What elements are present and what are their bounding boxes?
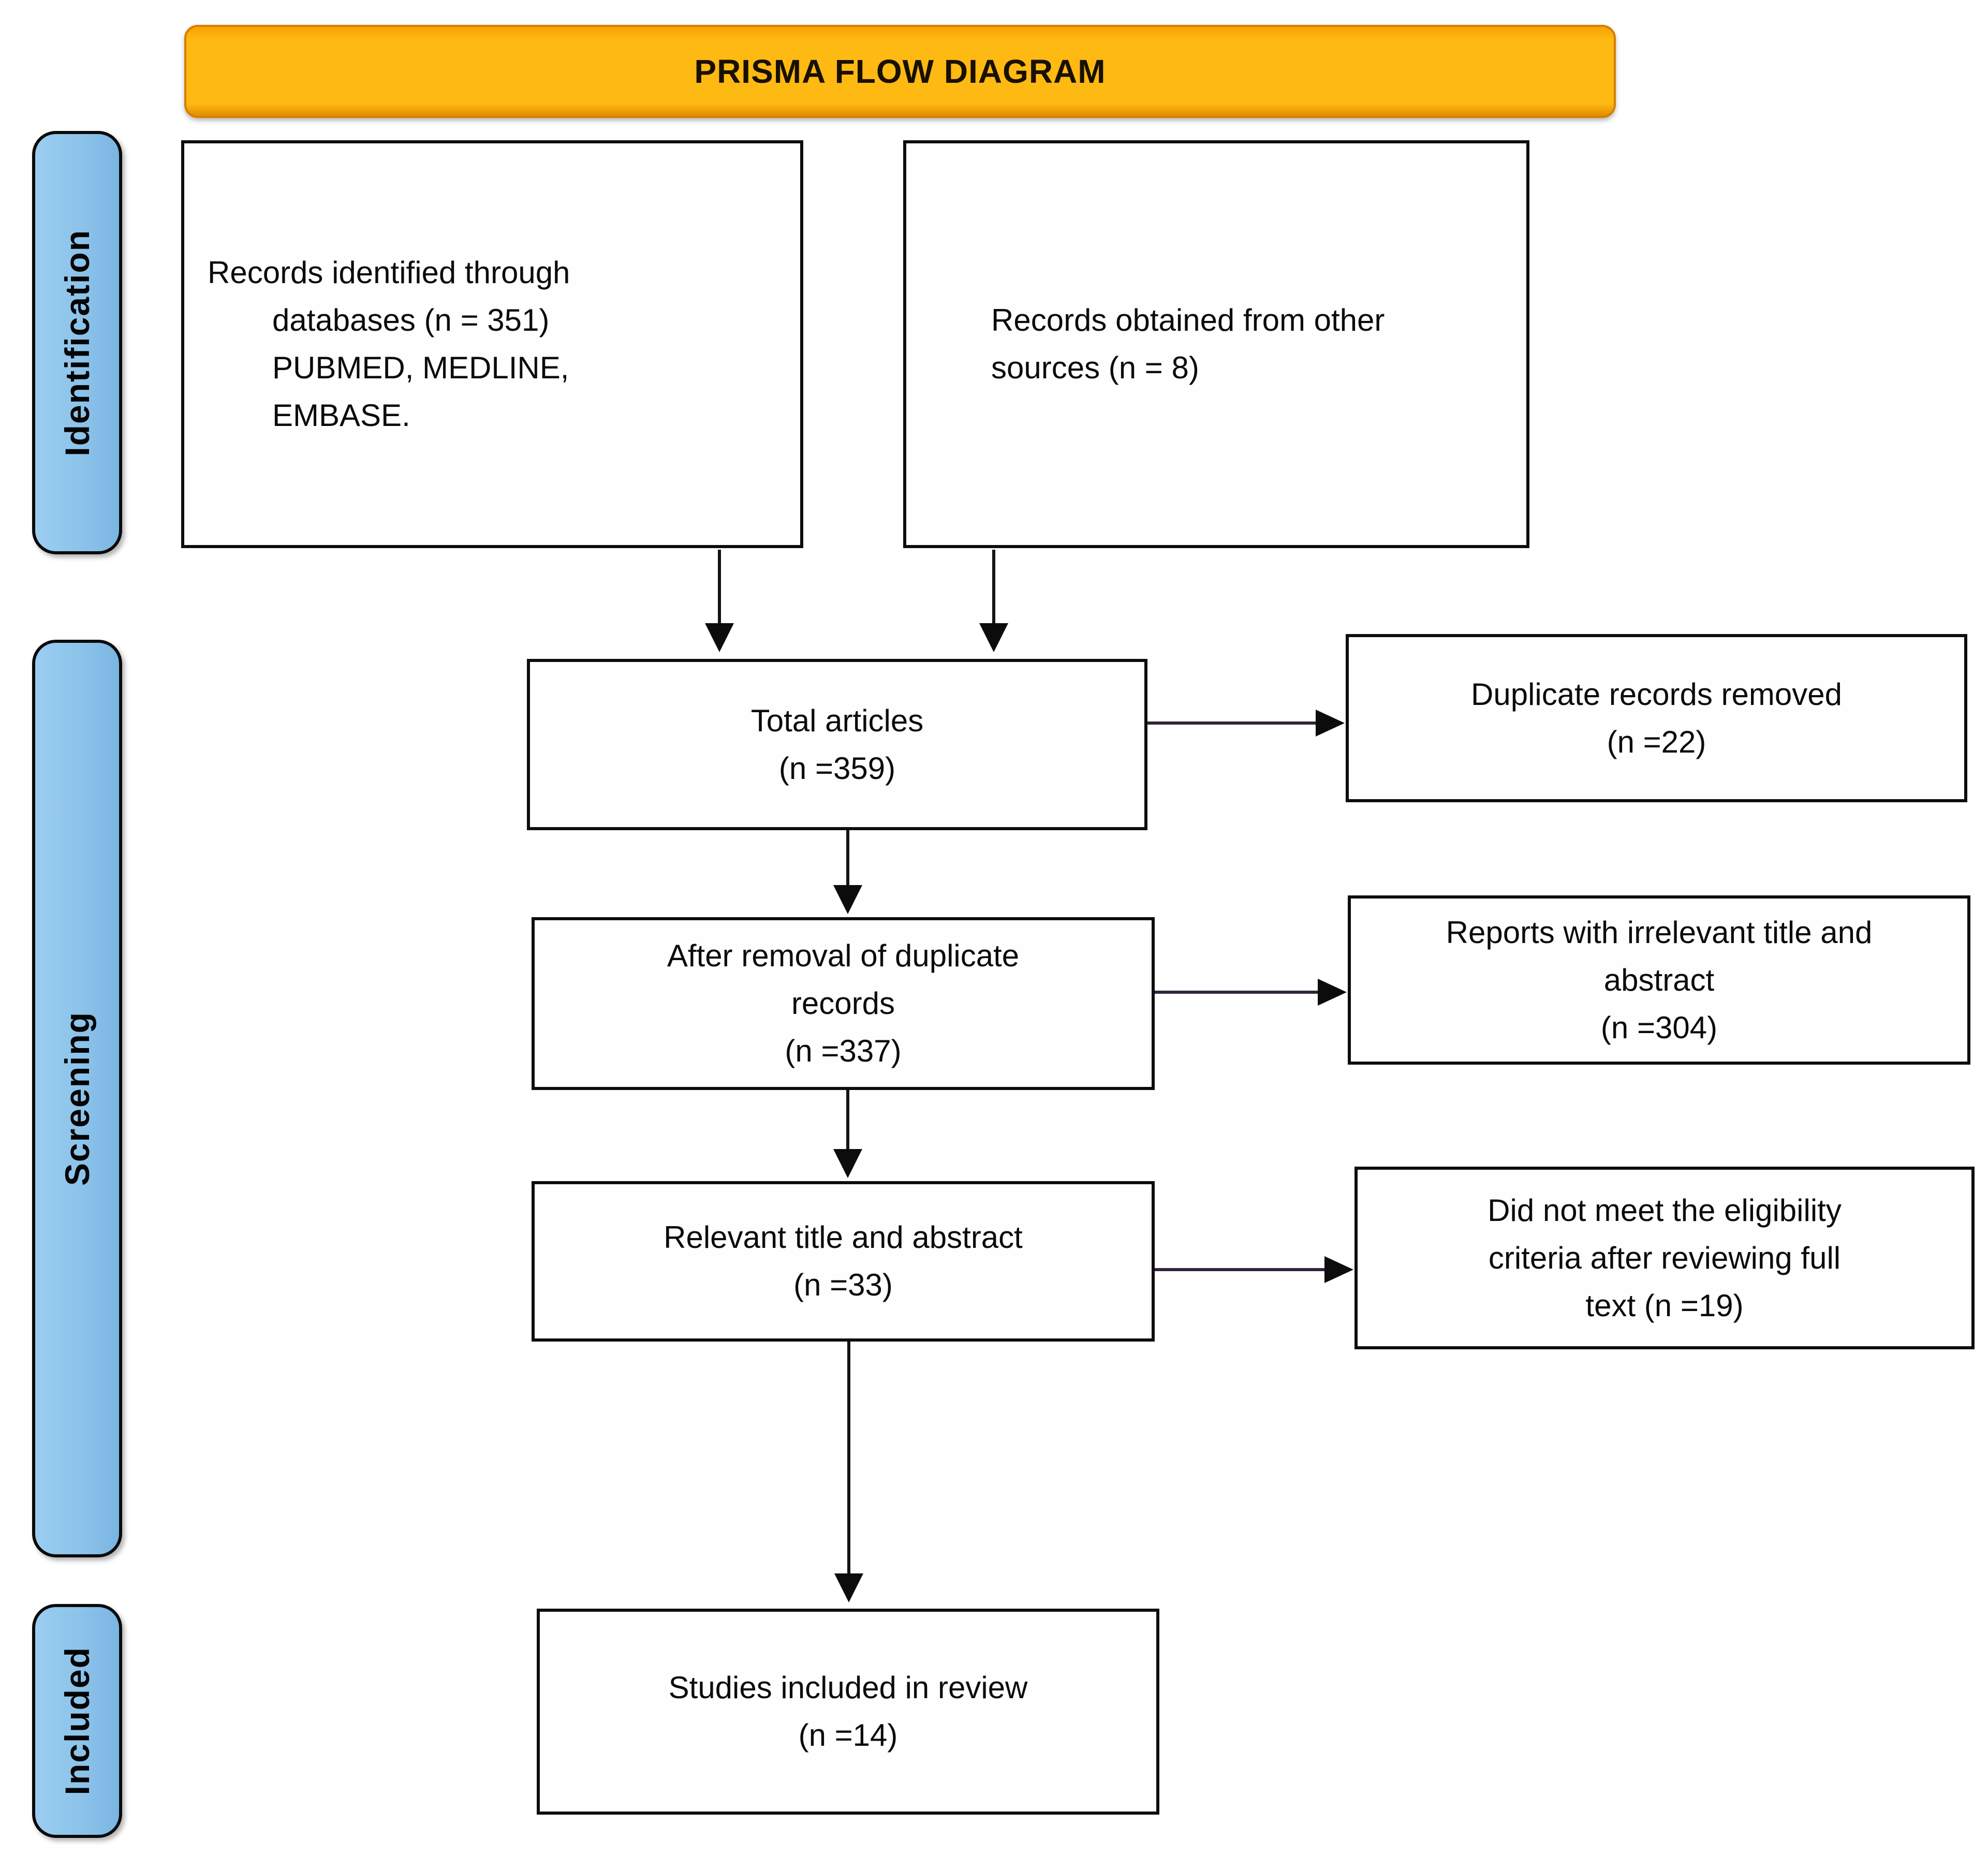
box-records-other-sources: Records obtained from other sources (n =… [903,140,1529,548]
box-after-removal-duplicates: After removal of duplicate records (n =3… [532,917,1155,1090]
box-text-line: criteria after reviewing full [1488,1240,1841,1275]
box-total-articles: Total articles (n =359) [527,659,1147,830]
arrow-othersources-to-total-line [992,550,995,624]
box-duplicate-records-removed: Duplicate records removed (n =22) [1346,634,1967,802]
arrow-relevant-to-studies-line [847,1342,850,1577]
box-text-line: Reports with irrelevant title and [1446,915,1873,950]
box-text-line: text (n =19) [1585,1288,1744,1323]
box-text-line: sources (n = 8) [991,350,1199,385]
arrow-down-icon [979,623,1008,652]
stage-tab-included: Included [32,1604,122,1838]
box-text-line: (n =304) [1600,1010,1718,1045]
arrow-databases-to-total-line [718,550,721,624]
arrow-afterremoval-to-relevant-line [846,1090,849,1151]
box-studies-included-review: Studies included in review (n =14) [537,1609,1159,1815]
box-text-line: (n =33) [793,1268,893,1302]
box-text-line: Duplicate records removed [1471,676,1842,712]
box-text-line: records [791,986,895,1021]
box-text-line: (n =22) [1607,724,1706,759]
arrow-down-icon [833,1149,862,1178]
arrow-down-icon [833,885,862,914]
box-records-identified-databases: Records identified through databases (n … [181,140,803,548]
box-did-not-meet-eligibility: Did not meet the eligibility criteria af… [1354,1167,1975,1349]
arrow-total-to-afterremoval-line [846,830,849,887]
stage-tab-screening: Screening [32,640,122,1557]
arrow-right-icon [1316,710,1345,737]
arrow-right-icon [1318,979,1347,1006]
arrow-down-icon [705,623,734,652]
diagram-title-banner: PRISMA FLOW DIAGRAM [184,25,1616,118]
arrow-afterremoval-to-reports-line [1155,991,1321,994]
box-text-line: EMBASE. [272,398,410,433]
stage-label-included: Included [58,1646,96,1795]
box-text-line: Relevant title and abstract [664,1220,1023,1255]
box-text-line: PUBMED, MEDLINE, [272,350,569,385]
box-text-line: (n =359) [778,750,896,786]
arrow-total-to-duplicates-line [1147,722,1319,725]
box-text-line: abstract [1603,962,1715,997]
diagram-title: PRISMA FLOW DIAGRAM [694,53,1106,90]
box-text-line: Did not meet the eligibility [1488,1192,1842,1228]
stage-label-screening: Screening [58,1011,96,1186]
box-text-line: (n =14) [798,1718,898,1753]
box-text-line: Studies included in review [668,1670,1028,1705]
box-text-line: databases (n = 351) [272,303,550,337]
arrow-down-icon [834,1573,863,1602]
stage-tab-identification: Identification [32,131,122,554]
box-text-line: Total articles [750,703,924,738]
box-text-line: After removal of duplicate [667,938,1020,973]
box-irrelevant-title-abstract: Reports with irrelevant title and abstra… [1348,895,1970,1065]
box-relevant-title-abstract: Relevant title and abstract (n =33) [532,1181,1155,1342]
stage-label-identification: Identification [58,229,96,457]
box-text-line: Records obtained from other [991,303,1385,337]
box-text-line: Records identified through [208,255,570,290]
arrow-right-icon [1324,1256,1353,1283]
arrow-relevant-to-noteligible-line [1155,1268,1328,1271]
box-text-line: (n =337) [785,1034,902,1068]
